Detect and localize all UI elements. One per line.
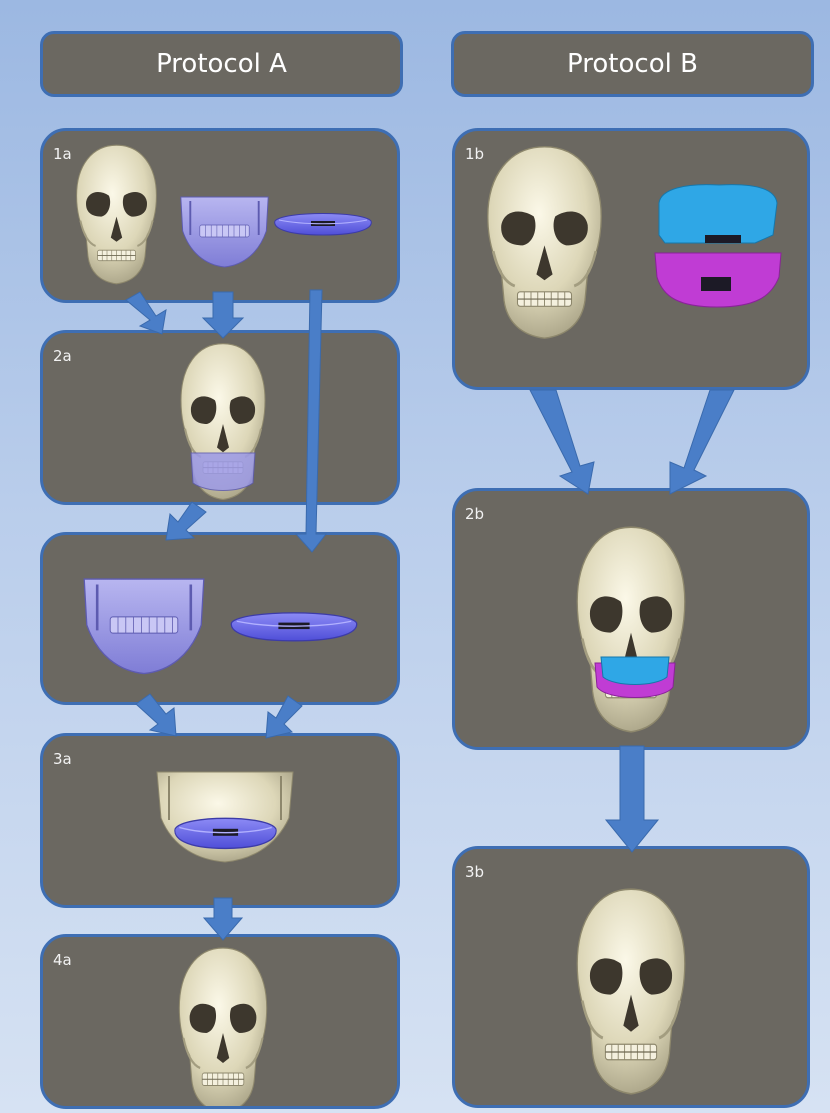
skull-model-icon (77, 145, 157, 284)
splint-model-icon (275, 214, 371, 236)
skull-result-icon (179, 948, 266, 1109)
panel-3a: 3a (40, 733, 400, 908)
panel-2b-figure (455, 491, 810, 750)
protocol-b-header: Protocol B (451, 31, 814, 97)
panel-segmented-figure (43, 535, 400, 705)
arrow-2b-to-3b (606, 746, 658, 852)
panel-2a: 2a (40, 330, 400, 505)
panel-4a-figure (43, 937, 400, 1109)
arrow-1b-to-2b-left (530, 390, 594, 494)
panel-4a: 4a (40, 934, 400, 1109)
skull-result-icon (577, 889, 685, 1094)
panel-3a-figure (43, 736, 400, 908)
splint-large-icon (231, 613, 356, 641)
panel-1b-figure (455, 131, 810, 390)
panel-2a-figure (43, 333, 400, 505)
panel-1a-figure (43, 131, 400, 303)
cyan-guide-icon (659, 185, 777, 243)
panel-1a: 1a (40, 128, 400, 303)
panel-3b: 3b (452, 846, 810, 1108)
splint-fitted-icon (175, 818, 276, 848)
panel-segmented (40, 532, 400, 705)
panel-1b: 1b (452, 128, 810, 390)
protocol-b-title: Protocol B (567, 49, 698, 79)
skull-model-icon (488, 147, 601, 338)
arrow-1b-to-2b-right (670, 390, 734, 494)
maxilla-model-icon (181, 197, 268, 267)
protocol-a-title: Protocol A (156, 49, 287, 79)
panel-2b: 2b (452, 488, 810, 750)
protocol-a-header: Protocol A (40, 31, 403, 97)
skull-with-guide-icon (577, 527, 685, 732)
maxilla-large-icon (84, 579, 204, 674)
panel-3b-figure (455, 849, 810, 1108)
